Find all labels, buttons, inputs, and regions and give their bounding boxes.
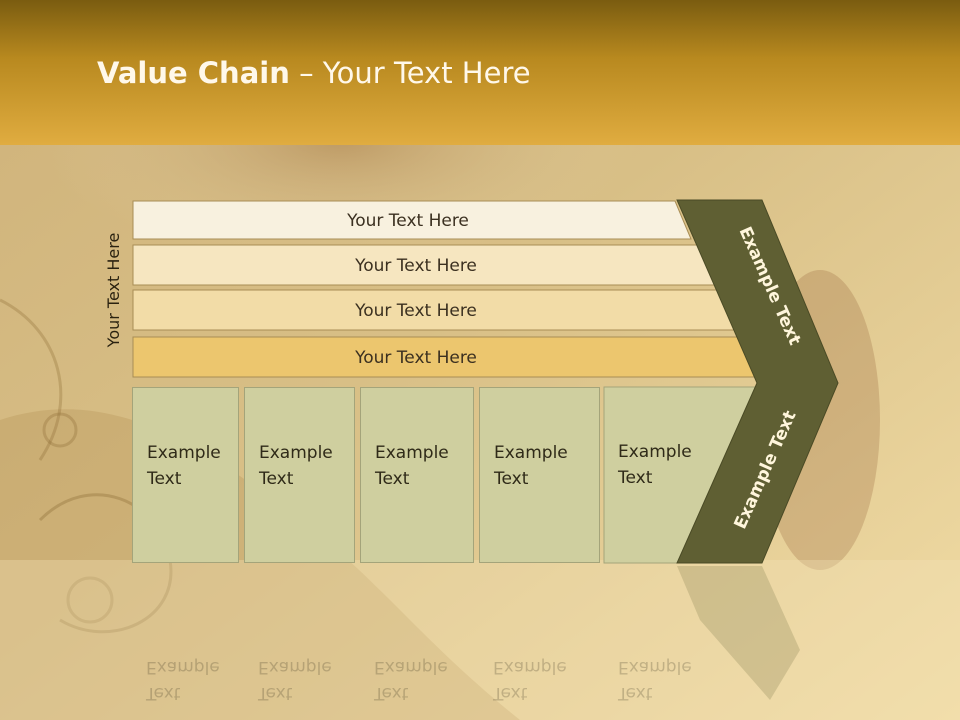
box-5-line2: Text [618,468,653,488]
box-1-line2: Text [147,469,182,489]
example-box-3[interactable]: Example Text [360,387,474,563]
row-3-label: Your Text Here [355,300,477,321]
box-4-line1: Example [494,443,568,463]
box-5-line1: Example [618,442,692,462]
row-2[interactable]: Your Text Here [133,246,699,285]
row-1-label: Your Text Here [347,210,469,231]
chevron-reflection [677,566,800,700]
box-3-line1: Example [375,443,449,463]
chevron-arrow [676,199,839,564]
header-band: Value Chain – Your Text Here [0,0,960,145]
box-2-line1: Example [259,443,333,463]
row-4-label: Your Text Here [355,347,477,368]
example-box-2[interactable]: Example Text [244,387,355,563]
example-box-1[interactable]: Example Text [132,387,239,563]
page-title: Value Chain – Your Text Here [97,56,531,90]
example-box-4[interactable]: Example Text [479,387,600,563]
box-1-line1: Example [147,443,221,463]
row-4[interactable]: Your Text Here [133,338,699,377]
row-2-label: Your Text Here [355,255,477,276]
box-2-line2: Text [259,469,294,489]
example-box-5[interactable]: Example Text [604,387,694,563]
box-4-line2: Text [494,469,529,489]
row-3[interactable]: Your Text Here [133,291,699,330]
row-shape [132,200,692,240]
row-1[interactable]: Your Text Here [133,201,683,240]
box-3-line2: Text [375,469,410,489]
